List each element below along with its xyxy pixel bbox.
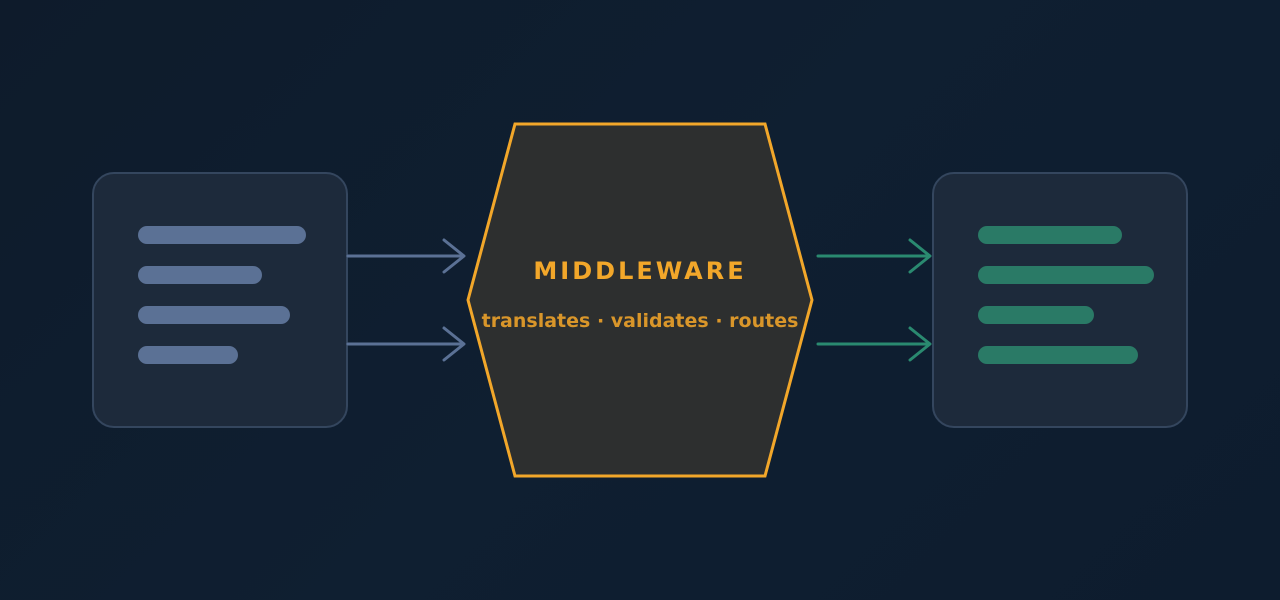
target-document-line	[978, 346, 1138, 364]
source-document-line	[138, 226, 306, 244]
outgoing-arrow	[816, 238, 932, 274]
outgoing-arrow	[816, 326, 932, 362]
incoming-arrow	[346, 238, 466, 274]
source-document-line	[138, 306, 290, 324]
source-document-line	[138, 346, 238, 364]
middleware-hexagon	[466, 122, 814, 478]
incoming-arrow	[346, 326, 466, 362]
middleware-subtitle: translates · validates · routes	[482, 310, 799, 332]
middleware-title: MIDDLEWARE	[533, 257, 746, 285]
source-document-line	[138, 266, 262, 284]
target-document-line	[978, 226, 1122, 244]
target-document-line	[978, 306, 1094, 324]
target-document-panel	[932, 172, 1188, 428]
source-document-panel	[92, 172, 348, 428]
target-document-line	[978, 266, 1154, 284]
